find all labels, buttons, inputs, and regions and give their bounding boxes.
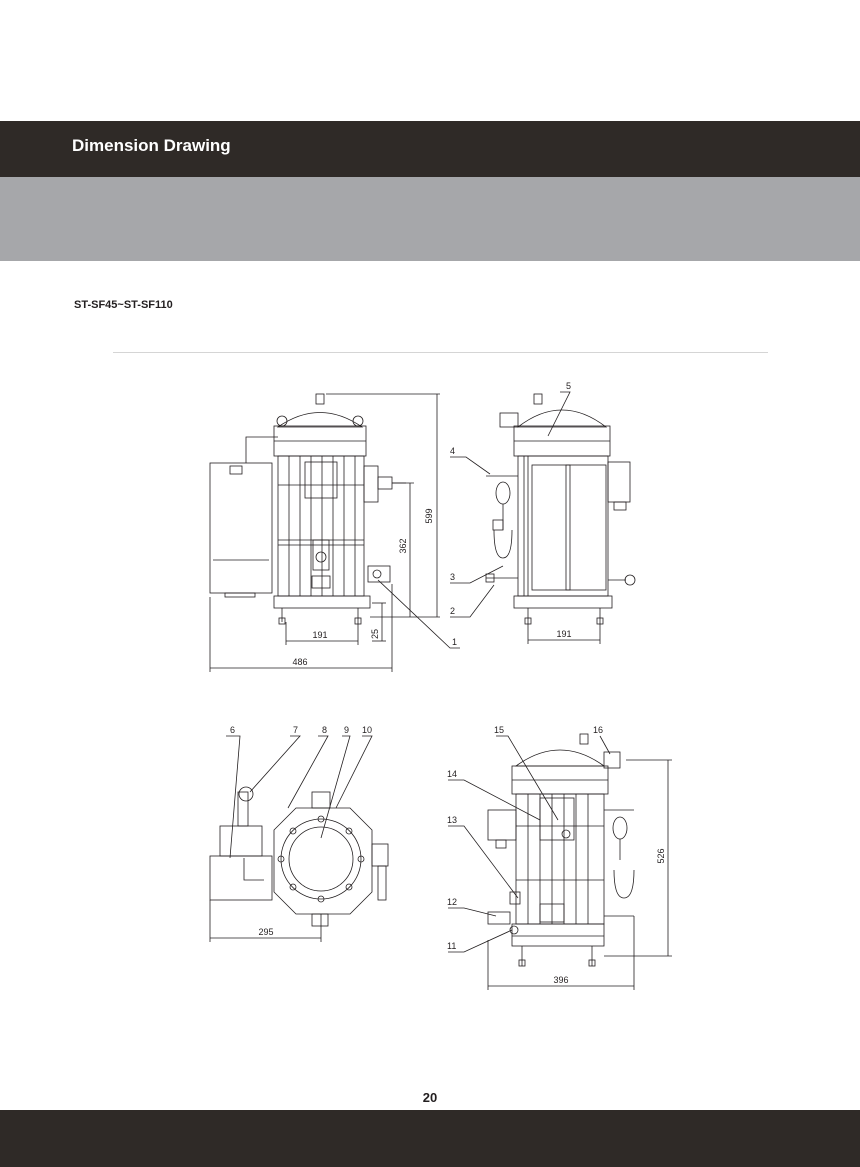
- callout-9: 9: [344, 725, 349, 735]
- header-bar: [0, 121, 860, 177]
- subheader-band: [0, 177, 860, 261]
- callout-12: 12: [447, 897, 457, 907]
- callout-11: 11: [447, 941, 456, 951]
- footer-bar: [0, 1110, 860, 1167]
- callout-2: 2: [450, 606, 455, 616]
- dim-rear-height: 526: [656, 848, 666, 863]
- dim-top-width: 295: [258, 927, 273, 937]
- side-view: [450, 391, 636, 644]
- dim-front-mid-height: 362: [398, 538, 408, 553]
- dim-front-width: 486: [292, 657, 307, 667]
- dim-rear-width: 396: [553, 975, 568, 985]
- page-number: 20: [422, 1090, 438, 1105]
- callout-8: 8: [322, 725, 327, 735]
- dim-front-height: 599: [424, 508, 434, 523]
- callout-4: 4: [450, 446, 455, 456]
- callout-3: 3: [450, 572, 455, 582]
- callout-14: 14: [447, 769, 457, 779]
- rear-view: [448, 733, 672, 990]
- dimension-labels: 599 362 25 191 486 191 295 526 396: [258, 508, 666, 985]
- callout-13: 13: [447, 815, 457, 825]
- dim-front-foot-spacing: 191: [312, 630, 327, 640]
- callout-10: 10: [362, 725, 372, 735]
- dim-side-foot-spacing: 191: [556, 629, 571, 639]
- callout-5: 5: [566, 381, 571, 391]
- callout-15: 15: [494, 725, 504, 735]
- section-divider: [113, 352, 768, 353]
- dim-front-foot: 25: [370, 629, 380, 639]
- front-view: [209, 393, 460, 672]
- top-view: [209, 735, 389, 942]
- callout-labels: 1 2 3 4 5 6 7 8 9 10 11 12 13 14 15 16: [230, 381, 603, 951]
- page-title: Dimension Drawing: [72, 136, 231, 155]
- callout-7: 7: [293, 725, 298, 735]
- model-range-label: ST-SF45~ST-SF110: [74, 299, 173, 311]
- callout-6: 6: [230, 725, 235, 735]
- callout-1: 1: [452, 637, 457, 647]
- callout-16: 16: [593, 725, 603, 735]
